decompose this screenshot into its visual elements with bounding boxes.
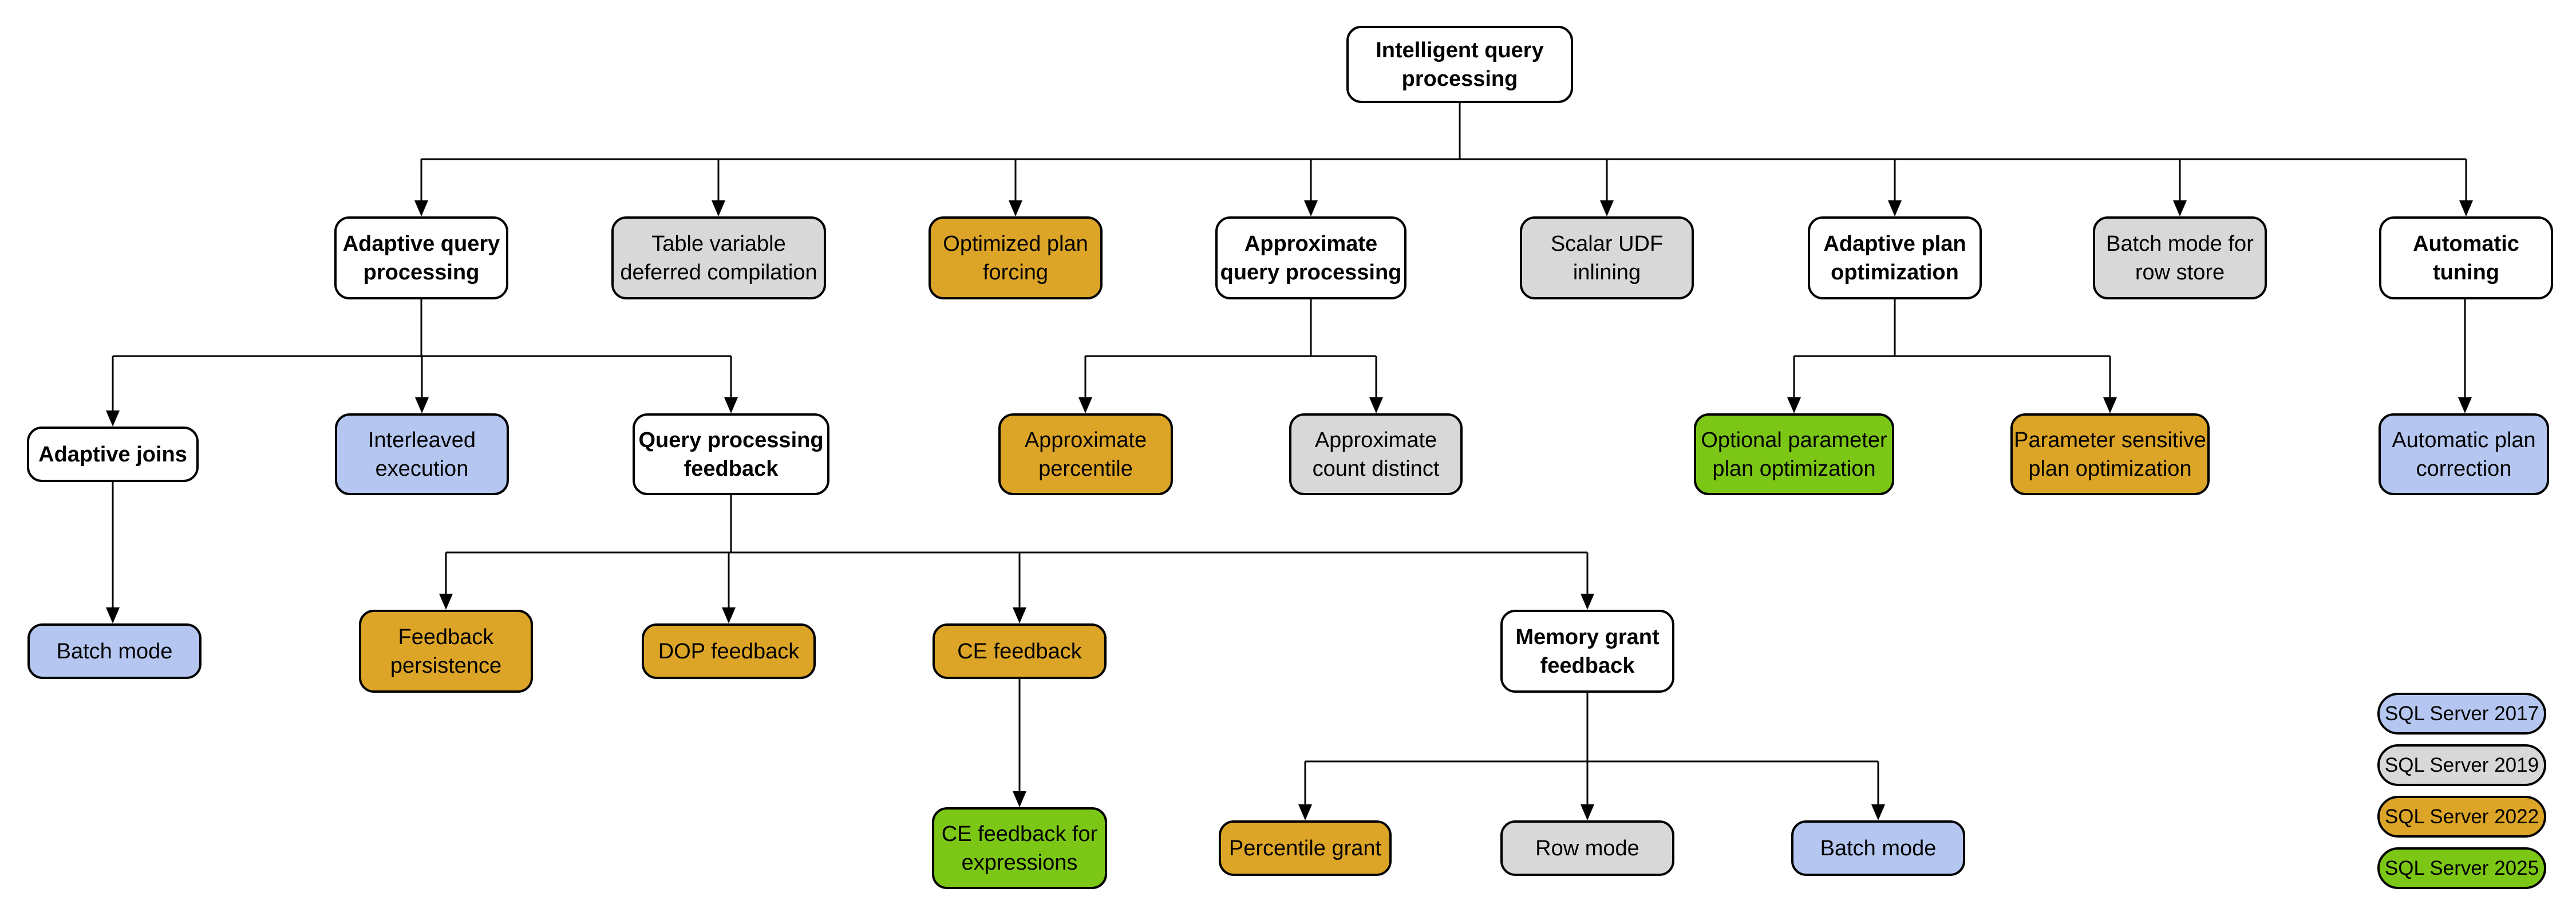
node-feedback-persistence: Feedback persistence bbox=[359, 610, 533, 693]
legend-item-sql-server-2017: SQL Server 2017 bbox=[2377, 693, 2546, 735]
node-automatic-plan-correction: Automatic plan correction bbox=[2379, 413, 2549, 495]
arrowhead-icon bbox=[1009, 200, 1022, 216]
arrowhead-icon bbox=[1871, 804, 1885, 820]
arrowhead-icon bbox=[2173, 200, 2187, 216]
node-label: Percentile grant bbox=[1228, 836, 1382, 860]
arrowhead-icon bbox=[724, 397, 738, 413]
node-batch-mode-for-row-store: Batch mode for row store bbox=[2093, 216, 2267, 299]
node-label: CE feedback for expressions bbox=[941, 822, 1098, 875]
arrowhead-icon bbox=[1581, 594, 1594, 610]
arrowhead-icon bbox=[1298, 804, 1312, 820]
node-label: Approximate percentile bbox=[1024, 428, 1147, 481]
node-label: Automatic tuning bbox=[2413, 231, 2519, 285]
arrowhead-icon bbox=[722, 607, 736, 623]
legend-label: SQL Server 2017 bbox=[2384, 702, 2539, 725]
node-label: Approximate query processing bbox=[1220, 231, 1402, 285]
node-adaptive-plan-optimization: Adaptive plan optimization bbox=[1808, 216, 1982, 299]
arrowhead-icon bbox=[1888, 200, 1902, 216]
node-label: Table variable deferred compilation bbox=[620, 231, 817, 285]
arrowhead-icon bbox=[1787, 397, 1801, 413]
node-ce-feedback-for-expressions: CE feedback for expressions bbox=[932, 807, 1107, 889]
arrowhead-icon bbox=[1304, 200, 1318, 216]
node-table-variable-deferred-compilation: Table variable deferred compilation bbox=[611, 216, 826, 299]
node-label: Batch mode for row store bbox=[2106, 231, 2254, 285]
arrowhead-icon bbox=[2458, 397, 2472, 413]
legend-item-sql-server-2022: SQL Server 2022 bbox=[2377, 796, 2546, 838]
node-label: Parameter sensitive plan optimization bbox=[2014, 428, 2206, 481]
node-label: Batch mode bbox=[56, 639, 173, 664]
node-label: Feedback persistence bbox=[390, 625, 502, 678]
arrowhead-icon bbox=[2459, 200, 2473, 216]
node-optional-parameter-plan-optimization: Optional parameter plan optimization bbox=[1694, 413, 1894, 495]
node-percentile-grant: Percentile grant bbox=[1219, 820, 1392, 876]
node-approximate-count-distinct: Approximate count distinct bbox=[1289, 413, 1463, 495]
arrowhead-icon bbox=[1369, 397, 1383, 413]
node-interleaved-execution: Interleaved execution bbox=[335, 413, 509, 495]
node-batch-mode-adaptive-joins: Batch mode bbox=[27, 623, 202, 679]
arrowhead-icon bbox=[1581, 804, 1594, 820]
arrowhead-icon bbox=[414, 200, 428, 216]
arrowhead-icon bbox=[712, 200, 725, 216]
node-row-mode: Row mode bbox=[1500, 820, 1674, 876]
arrowhead-icon bbox=[1078, 397, 1092, 413]
node-query-processing-feedback: Query processing feedback bbox=[633, 413, 829, 495]
node-memory-grant-feedback: Memory grant feedback bbox=[1500, 610, 1674, 693]
legend-label: SQL Server 2022 bbox=[2384, 805, 2539, 828]
node-batch-mode-memory-grant: Batch mode bbox=[1791, 820, 1965, 876]
node-approximate-percentile: Approximate percentile bbox=[998, 413, 1173, 495]
arrowhead-icon bbox=[106, 607, 120, 623]
node-label: Optional parameter plan optimization bbox=[1701, 428, 1887, 481]
arrowhead-icon bbox=[1013, 607, 1026, 623]
arrowhead-icon bbox=[1600, 200, 1614, 216]
node-label: Batch mode bbox=[1820, 836, 1937, 860]
legend-item-sql-server-2025: SQL Server 2025 bbox=[2377, 847, 2546, 889]
node-label: Intelligent query processing bbox=[1376, 38, 1544, 91]
node-label: Automatic plan correction bbox=[2392, 428, 2536, 481]
node-label: Interleaved execution bbox=[368, 428, 476, 481]
node-approximate-query-processing: Approximate query processing bbox=[1215, 216, 1406, 299]
arrowhead-icon bbox=[415, 397, 429, 413]
node-optimized-plan-forcing: Optimized plan forcing bbox=[929, 216, 1103, 299]
node-label: Approximate count distinct bbox=[1312, 428, 1440, 481]
node-ce-feedback: CE feedback bbox=[933, 623, 1107, 679]
node-adaptive-joins: Adaptive joins bbox=[27, 427, 199, 482]
node-label: Query processing feedback bbox=[638, 428, 824, 481]
node-label: Optimized plan forcing bbox=[943, 231, 1088, 285]
node-automatic-tuning: Automatic tuning bbox=[2379, 216, 2553, 299]
node-parameter-sensitive-plan-optimization: Parameter sensitive plan optimization bbox=[2010, 413, 2210, 495]
legend-label: SQL Server 2019 bbox=[2384, 753, 2539, 776]
node-label: Adaptive joins bbox=[38, 442, 187, 467]
node-intelligent-query-processing: Intelligent query processing bbox=[1346, 26, 1573, 103]
node-label: Adaptive plan optimization bbox=[1823, 231, 1966, 285]
arrowhead-icon bbox=[2103, 397, 2117, 413]
arrowhead-icon bbox=[439, 594, 453, 610]
node-label: Row mode bbox=[1535, 836, 1639, 860]
legend-item-sql-server-2019: SQL Server 2019 bbox=[2377, 744, 2546, 786]
node-dop-feedback: DOP feedback bbox=[642, 623, 816, 679]
node-label: DOP feedback bbox=[658, 639, 800, 664]
node-label: Adaptive query processing bbox=[342, 231, 500, 285]
node-adaptive-query-processing: Adaptive query processing bbox=[334, 216, 508, 299]
arrowhead-icon bbox=[106, 410, 120, 427]
node-label: Memory grant feedback bbox=[1515, 625, 1660, 678]
node-label: Scalar UDF inlining bbox=[1550, 231, 1664, 285]
arrowhead-icon bbox=[1013, 791, 1026, 807]
node-scalar-udf-inlining: Scalar UDF inlining bbox=[1520, 216, 1694, 299]
legend-label: SQL Server 2025 bbox=[2384, 856, 2539, 879]
node-label: CE feedback bbox=[957, 639, 1082, 664]
